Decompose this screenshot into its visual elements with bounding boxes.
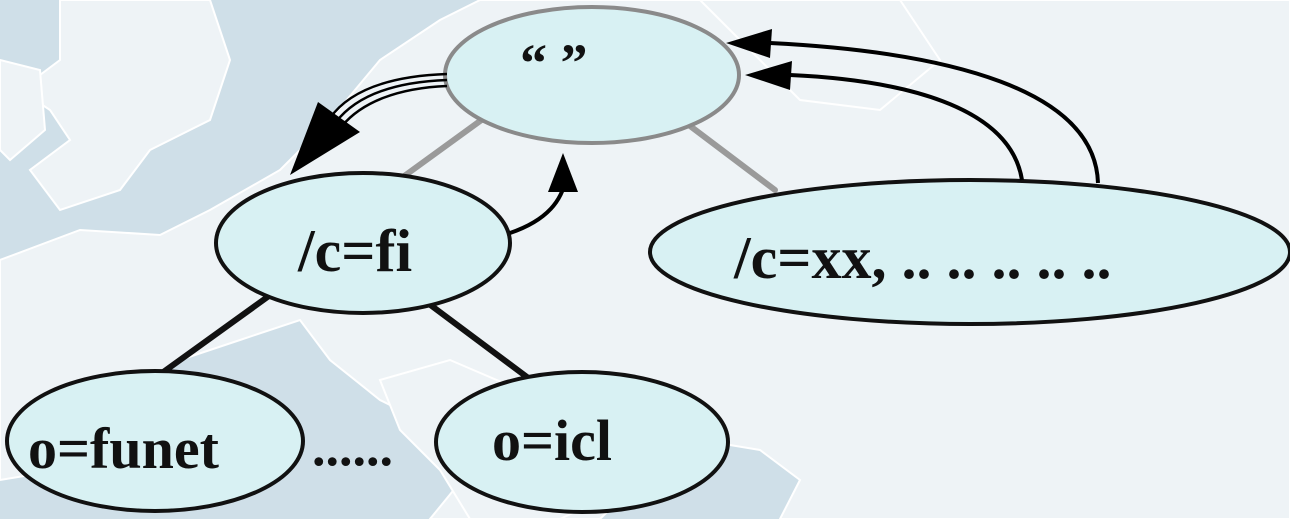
map-region-ireland	[0, 58, 47, 162]
separator-dots: ......	[312, 417, 393, 477]
referral-arrow-line-1	[328, 72, 448, 119]
org-funet-node	[5, 369, 305, 513]
country-xx-node	[648, 178, 1290, 326]
org-icl-label: o=icl	[492, 408, 613, 473]
org-funet-label: o=funet	[28, 416, 219, 481]
country-fi-label: /c=fi	[298, 218, 413, 284]
referral-arrow-line-3	[341, 84, 448, 127]
fi-to-root-arrowhead	[548, 153, 578, 192]
link-fi-to-funet	[145, 285, 283, 386]
country-fi-node	[214, 171, 512, 315]
xx-to-root-arrow-inner	[789, 73, 1024, 181]
xx-to-root-arrowhead-outer	[726, 29, 772, 58]
root-node-label: “ ”	[520, 33, 588, 93]
xx-to-root-arrow-outer	[769, 41, 1100, 184]
tree-arrows	[290, 29, 1100, 235]
referral-arrowhead	[290, 102, 360, 175]
org-icl-node	[434, 370, 730, 514]
root-node	[443, 5, 741, 145]
tree-nodes	[5, 5, 1290, 514]
xx-to-root-arrowhead-inner	[745, 61, 792, 90]
country-xx-label: /c=xx, .. .. .. .. ..	[734, 225, 1112, 291]
map-region-britain	[18, 0, 232, 212]
referral-arrow-line-2	[335, 78, 448, 123]
